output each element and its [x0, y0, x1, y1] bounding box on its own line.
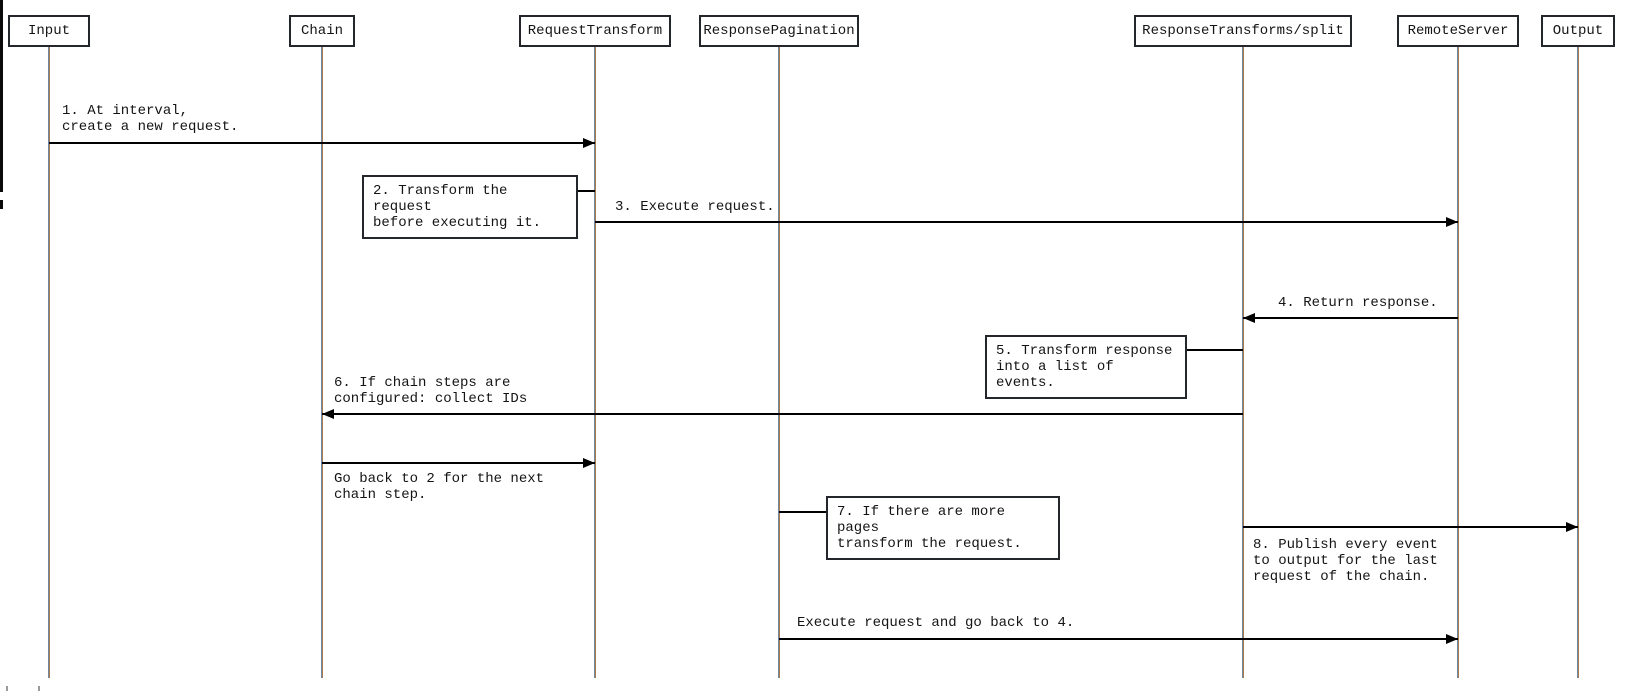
participant-label: RemoteServer — [1407, 23, 1509, 39]
participant-label: Input — [27, 23, 70, 39]
arrowhead-right-icon — [1446, 217, 1458, 227]
lifeline-input — [48, 47, 50, 678]
lifeline-remote-server — [1457, 47, 1459, 678]
note-5-connector — [1187, 349, 1243, 351]
lifeline-chain — [321, 47, 323, 678]
note-2-connector — [578, 190, 595, 192]
arrowhead-right-icon — [1566, 522, 1578, 532]
participant-box-request-transform: RequestTransform — [519, 15, 671, 47]
message-8-line — [1243, 526, 1578, 528]
participant-label: Chain — [300, 23, 343, 39]
window-edge-artifact — [0, 0, 3, 192]
participant-box-chain: Chain — [289, 15, 355, 47]
participant-box-response-transforms-split: ResponseTransforms/split — [1134, 15, 1352, 47]
message-4-label: 4. Return response. — [1278, 295, 1438, 311]
note-7: 7. If there are more pages transform the… — [826, 496, 1060, 560]
edge-tick-artifact — [38, 686, 40, 691]
message-execute-label: Execute request and go back to 4. — [797, 615, 1075, 631]
arrowhead-left-icon — [322, 409, 334, 419]
arrowhead-right-icon — [583, 458, 595, 468]
arrowhead-right-icon — [583, 138, 595, 148]
lifeline-output — [1577, 47, 1579, 678]
window-edge-artifact — [0, 200, 3, 209]
message-3-label: 3. Execute request. — [615, 199, 775, 215]
arrowhead-left-icon — [1243, 313, 1255, 323]
note-7-connector — [779, 511, 826, 513]
message-1-label: 1. At interval, create a new request. — [62, 103, 239, 135]
note-2: 2. Transform the request before executin… — [362, 175, 578, 239]
participant-box-input: Input — [8, 15, 90, 47]
lifeline-request-transform — [594, 47, 596, 678]
participant-label: RequestTransform — [527, 23, 663, 39]
lifeline-response-pagination — [778, 47, 780, 678]
message-3-line — [595, 221, 1458, 223]
participant-label: Output — [1552, 23, 1604, 39]
participant-label: ResponseTransforms/split — [1142, 23, 1344, 39]
message-6-label: 6. If chain steps are configured: collec… — [334, 375, 528, 407]
message-goback-line — [322, 462, 595, 464]
lifeline-response-transforms-split — [1242, 47, 1244, 678]
message-goback-label: Go back to 2 for the next chain step. — [334, 471, 545, 503]
message-execute-line — [779, 638, 1458, 640]
arrowhead-right-icon — [1446, 634, 1458, 644]
message-4-line — [1243, 317, 1458, 319]
participant-box-remote-server: RemoteServer — [1397, 15, 1519, 47]
message-6-line — [322, 413, 1243, 415]
participant-box-response-pagination: ResponsePagination — [699, 15, 859, 47]
message-8-label: 8. Publish every event to output for the… — [1253, 537, 1438, 585]
participant-box-output: Output — [1541, 15, 1615, 47]
message-1-line — [49, 142, 595, 144]
edge-tick-artifact — [6, 686, 8, 691]
participant-label: ResponsePagination — [703, 23, 855, 39]
note-5: 5. Transform response into a list of eve… — [985, 335, 1187, 399]
